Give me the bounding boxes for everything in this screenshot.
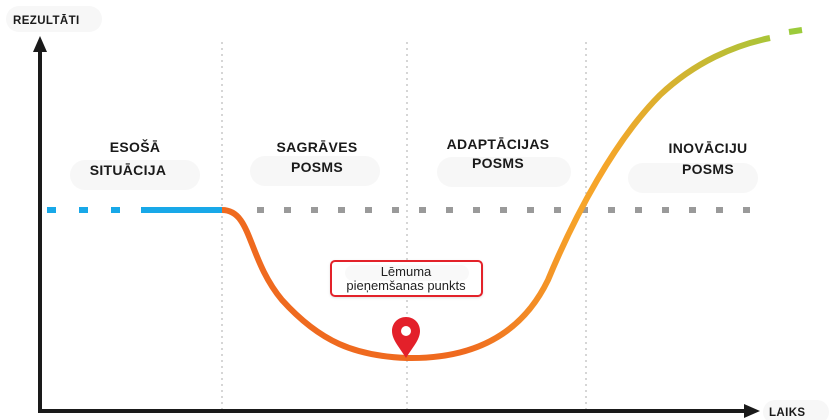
baseline-solid	[141, 207, 222, 213]
decision-point-callout: Lēmuma pieņemšanas punkts	[330, 260, 483, 297]
phase-label-line1: ESOŠĀ	[110, 138, 161, 155]
arrow-right-icon	[744, 404, 760, 418]
map-pin-hole	[401, 326, 411, 336]
phase-label-line2: POSMS	[291, 159, 343, 175]
phase-label-line1: SAGRĀVES	[277, 139, 358, 155]
phase-label-adaptation: ADAPTĀCIJAS POSMS	[437, 136, 571, 187]
phase-label-bg	[437, 157, 571, 187]
x-axis-label: LAIKS	[763, 400, 829, 420]
change-curve	[221, 35, 771, 362]
baseline-dot	[79, 207, 88, 213]
phase-label-innovation: INOVĀCIJU POSMS	[628, 140, 758, 193]
callout-line1: Lēmuma	[381, 264, 432, 279]
axes	[33, 36, 760, 418]
x-axis-label-text: LAIKS	[769, 407, 806, 419]
callout-line2: pieņemšanas punkts	[346, 278, 466, 293]
arrow-up-icon	[33, 36, 47, 52]
baseline-dot	[47, 207, 56, 213]
y-axis-label: REZULTĀTI	[6, 6, 102, 32]
y-axis-label-text: REZULTĀTI	[13, 15, 80, 27]
phase-label-line1: ADAPTĀCIJAS	[447, 136, 550, 152]
baseline-dot	[111, 207, 120, 213]
phase-label-line2: POSMS	[682, 161, 734, 177]
phase-label-disruption: SAGRĀVES POSMS	[250, 139, 380, 186]
phase-label-bg	[250, 156, 380, 186]
phase-label-line1: INOVĀCIJU	[669, 140, 748, 156]
y-axis-label-bg	[6, 6, 102, 32]
map-pin-icon	[392, 317, 420, 358]
map-pin-shape	[392, 317, 420, 358]
baseline-current-state	[47, 207, 222, 213]
phase-label-bg	[70, 160, 200, 190]
phase-label-current: ESOŠĀ SITUĀCIJA	[70, 138, 200, 190]
callout-inner-bg	[345, 265, 469, 281]
phase-label-line2: POSMS	[472, 155, 524, 171]
phase-label-line2: SITUĀCIJA	[90, 162, 167, 178]
phase-label-bg	[628, 163, 758, 193]
x-axis-label-bg	[763, 400, 829, 420]
curve-dashed-tail	[788, 27, 803, 35]
